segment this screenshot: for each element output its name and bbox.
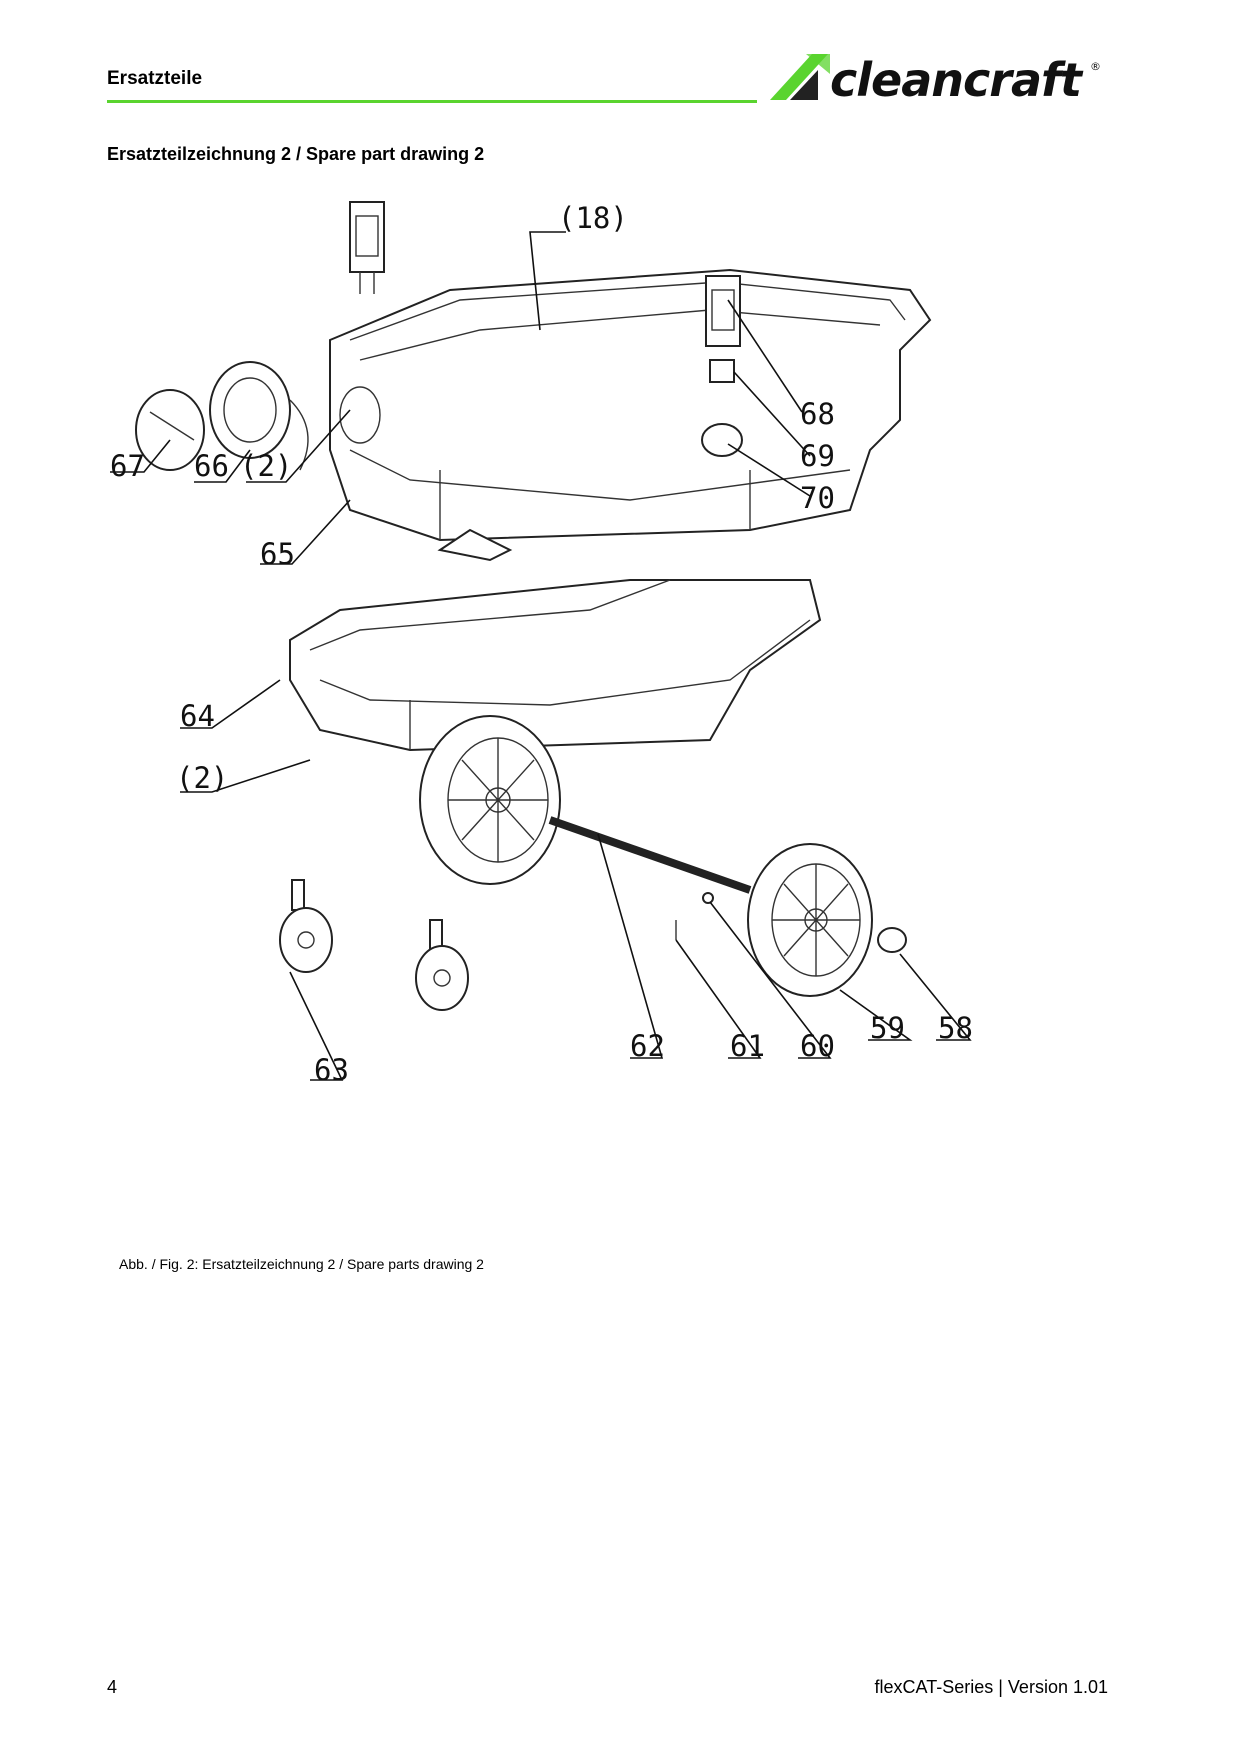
header-rule [107,100,757,103]
callout-65: 65 [260,537,295,571]
cleancraft-logo: cleancraft ® [770,53,1101,104]
header-title: Ersatzteile [107,68,203,89]
wheel-front [419,715,561,885]
clip-part-70 [701,423,743,457]
callout-70: 70 [800,481,835,515]
callout-68: 68 [800,397,835,431]
castor-left [279,879,333,973]
logo-mark-icon [770,54,830,100]
callout-67: 67 [110,449,145,483]
callout-18: (18) [558,201,628,235]
logo-registered-mark: ® [1090,60,1101,73]
leader-lines [110,231,972,1081]
lower-chassis [289,579,822,752]
callout-63: 63 [314,1053,349,1087]
spare-part-drawing: (18) 68 69 70 67 66 (2) 65 64 (2) 63 62 … [110,201,973,1087]
callout-2-top: (2) [240,449,292,483]
callout-66: 66 [194,449,229,483]
clip-part-69 [709,359,735,383]
logo-text: cleancraft [830,53,1084,104]
container-body [329,268,932,562]
axle [548,816,752,894]
washer-part-60 [702,892,714,904]
callout-58: 58 [938,1011,973,1045]
document-version: flexCAT-Series | Version 1.01 [874,1677,1108,1697]
callout-59: 59 [870,1011,905,1045]
latch-right [705,275,741,347]
hub-cap [877,927,907,953]
castor-right [415,919,469,1011]
callout-61: 61 [730,1029,765,1063]
callout-60: 60 [800,1029,835,1063]
page-number: 4 [107,1677,118,1697]
section-title: Ersatzteilzeichnung 2 / Spare part drawi… [107,144,485,164]
callout-62: 62 [630,1029,665,1063]
latch-left [349,201,385,294]
callout-2-bottom: (2) [176,761,228,795]
callout-69: 69 [800,439,835,473]
figure-caption: Abb. / Fig. 2: Ersatzteilzeichnung 2 / S… [119,1256,484,1272]
wheel-rear [747,843,873,997]
suction-port [135,361,381,471]
callout-64: 64 [180,699,215,733]
